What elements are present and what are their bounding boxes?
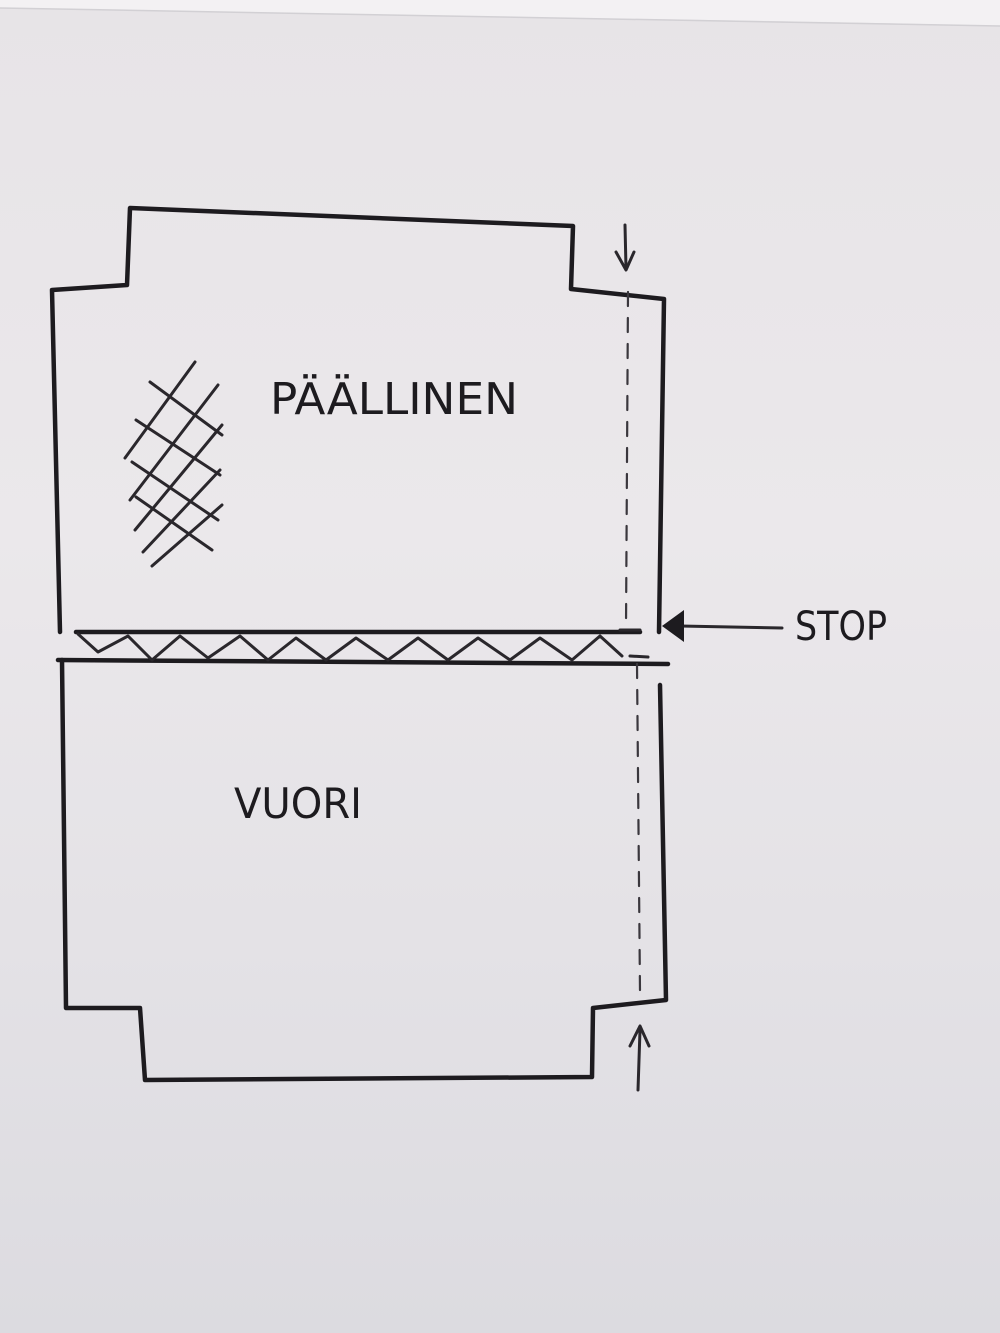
crosshatch-pattern [123, 360, 224, 568]
seam-line-bottom [635, 662, 642, 994]
paper-top-edge [0, 0, 1000, 40]
up-arrow-icon [628, 1024, 651, 1092]
lining-label: VUORI [234, 779, 362, 828]
outer-fabric-label: PÄÄLLINEN [270, 373, 518, 425]
outer-fabric-outline [49, 205, 667, 635]
stop-mark-bottom [628, 654, 650, 659]
lining-outline [59, 657, 669, 1083]
stop-pointer-arrow-icon [662, 610, 784, 642]
down-arrow-icon [614, 223, 636, 272]
seam-strip-bottom-line [55, 657, 671, 667]
zigzag-stitch [76, 632, 624, 662]
seam-line-top [624, 290, 630, 630]
stop-label: STOP [795, 604, 887, 650]
